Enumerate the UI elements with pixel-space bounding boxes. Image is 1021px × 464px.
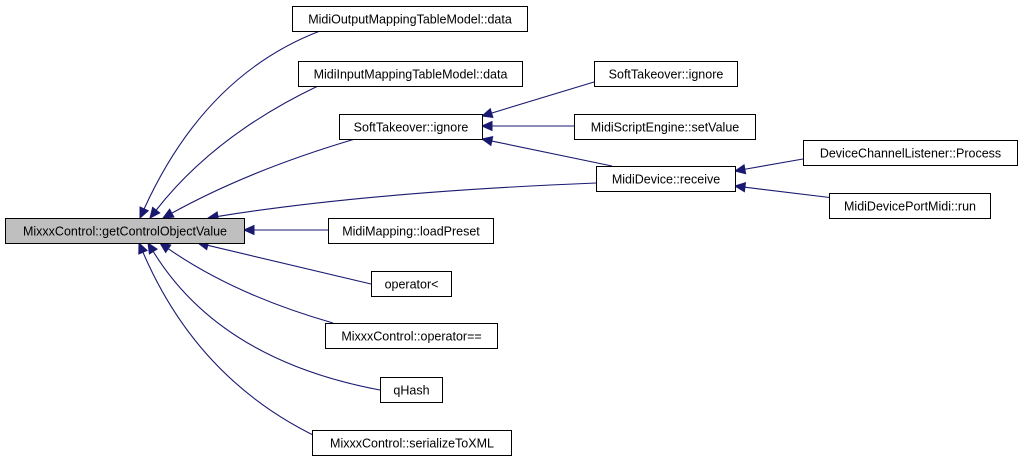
arrowhead-process-receive <box>733 163 747 175</box>
node-portmidi[interactable]: MidiDevicePortMidi::run <box>829 193 991 219</box>
arrowhead-soft2-soft1 <box>480 107 494 118</box>
node-box-process[interactable] <box>803 140 1018 166</box>
node-root[interactable]: MixxxControl::getControlObjectValue <box>5 218 245 244</box>
arrowhead-inmap-root <box>149 206 161 219</box>
node-label-outmap: MidiOutputMappingTableModel::data <box>308 13 512 27</box>
edge-process-receive <box>733 158 804 175</box>
arrowhead-outmap-root <box>139 206 150 220</box>
node-label-serialize: MixxxControl::serializeToXML <box>330 437 494 451</box>
node-process[interactable]: DeviceChannelListener::Process <box>803 140 1018 166</box>
node-inmap[interactable]: MidiInputMappingTableModel::data <box>298 61 523 87</box>
node-opeq[interactable]: MixxxControl::operator== <box>325 323 498 349</box>
edge-line-serialize-root <box>142 251 329 443</box>
node-label-process: DeviceChannelListener::Process <box>820 147 1001 161</box>
node-box-oplt[interactable] <box>371 271 452 297</box>
arrowhead-receive-soft1 <box>480 135 494 147</box>
node-receive[interactable]: MidiDevice::receive <box>596 166 736 192</box>
node-box-portmidi[interactable] <box>829 193 991 219</box>
edge-oplt-root <box>196 240 372 285</box>
node-label-soft2: SoftTakeover::ignore <box>609 68 724 82</box>
node-box-receive[interactable] <box>596 166 736 192</box>
edge-mapping-root <box>242 224 328 236</box>
node-qhash[interactable]: qHash <box>380 377 443 403</box>
arrowhead-script-soft1 <box>480 120 493 132</box>
node-box-serialize[interactable] <box>312 430 512 456</box>
node-soft2[interactable]: SoftTakeover::ignore <box>594 61 738 87</box>
edge-line-qhash-root <box>152 251 381 391</box>
arrowhead-qhash-root <box>147 241 158 255</box>
node-box-inmap[interactable] <box>298 61 523 87</box>
node-label-script: MidiScriptEngine::setValue <box>591 121 740 135</box>
node-label-receive: MidiDevice::receive <box>612 173 720 187</box>
node-script[interactable]: MidiScriptEngine::setValue <box>574 114 756 140</box>
edge-line-oplt-root <box>207 244 372 285</box>
edge-line-portmidi-receive <box>744 186 843 200</box>
edge-line-process-receive <box>744 158 804 170</box>
edge-soft2-soft1 <box>480 81 595 118</box>
node-box-soft2[interactable] <box>594 61 738 87</box>
arrowhead-mapping-root <box>242 224 255 236</box>
edge-outmap-root <box>139 30 321 220</box>
edge-serialize-root <box>138 241 329 443</box>
node-layer: MixxxControl::getControlObjectValue MidiO… <box>5 6 1018 456</box>
node-label-portmidi: MidiDevicePortMidi::run <box>844 200 976 214</box>
edge-line-soft1-root <box>171 138 356 214</box>
node-soft1[interactable]: SoftTakeover::ignore <box>339 114 483 140</box>
node-box-qhash[interactable] <box>380 377 443 403</box>
node-mapping[interactable]: MidiMapping::loadPreset <box>328 218 494 244</box>
arrowhead-serialize-root <box>138 241 148 255</box>
arrowhead-portmidi-receive <box>733 182 747 193</box>
edge-script-soft1 <box>480 120 574 132</box>
edge-line-receive-soft1 <box>491 140 613 167</box>
node-serialize[interactable]: MixxxControl::serializeToXML <box>312 430 512 456</box>
node-box-mapping[interactable] <box>328 218 494 244</box>
edge-line-inmap-root <box>155 85 319 211</box>
edge-soft1-root <box>161 138 356 219</box>
arrowhead-opeq-root <box>158 242 172 254</box>
node-box-opeq[interactable] <box>325 323 498 349</box>
arrowhead-soft1-root <box>161 208 175 219</box>
edge-line-receive-root <box>217 182 597 217</box>
node-label-qhash: qHash <box>393 384 429 398</box>
node-label-oplt: operator< <box>385 278 439 292</box>
node-box-root[interactable] <box>5 218 245 244</box>
node-label-soft1: SoftTakeover::ignore <box>354 121 469 135</box>
edge-line-opeq-root <box>167 248 334 324</box>
edge-portmidi-receive <box>733 182 843 200</box>
node-box-script[interactable] <box>574 114 756 140</box>
edge-inmap-root <box>149 85 319 219</box>
node-label-mapping: MidiMapping::loadPreset <box>342 225 480 239</box>
edge-receive-root <box>206 182 597 222</box>
node-oplt[interactable]: operator< <box>371 271 452 297</box>
edge-line-outmap-root <box>143 30 321 210</box>
node-label-opeq: MixxxControl::operator== <box>341 330 481 344</box>
edge-line-soft2-soft1 <box>491 81 595 114</box>
node-box-soft1[interactable] <box>339 114 483 140</box>
node-box-outmap[interactable] <box>292 6 528 32</box>
node-label-root: MixxxControl::getControlObjectValue <box>23 225 227 239</box>
edge-receive-soft1 <box>480 135 613 167</box>
edge-qhash-root <box>147 241 381 391</box>
node-outmap[interactable]: MidiOutputMappingTableModel::data <box>292 6 528 32</box>
node-label-inmap: MidiInputMappingTableModel::data <box>314 68 508 82</box>
